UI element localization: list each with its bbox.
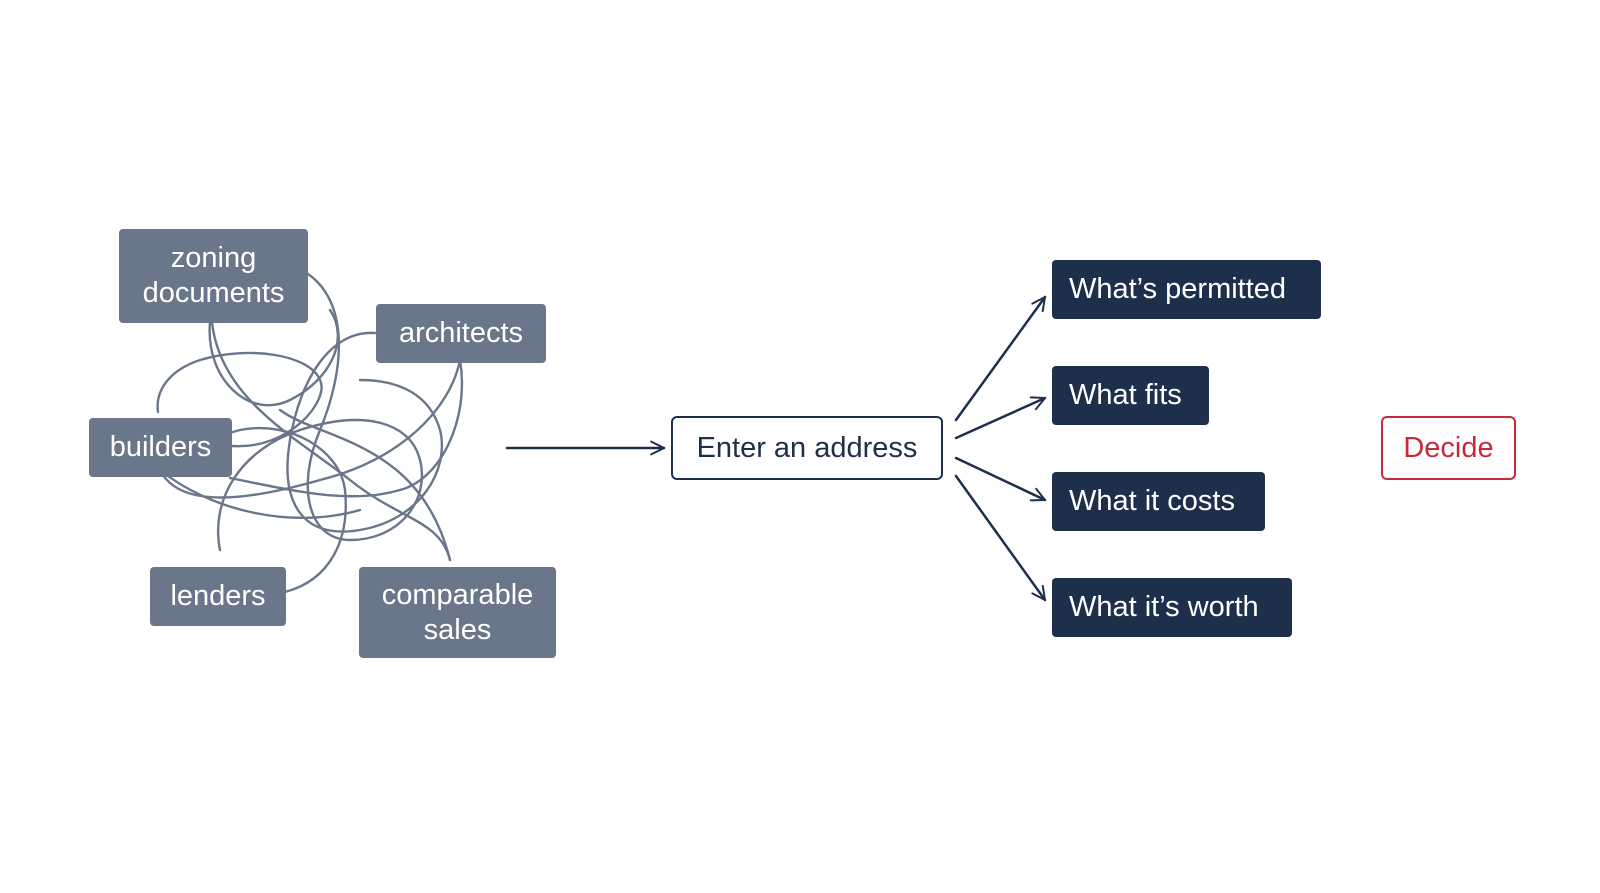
- arrow-to-permitted: [954, 295, 1047, 422]
- arrow-to-fits: [954, 396, 1047, 440]
- output-what-it-costs: What it costs: [1052, 472, 1265, 531]
- decide-box: Decide: [1381, 416, 1516, 480]
- tangle-line: [286, 331, 444, 533]
- source-comparable-sales: comparable sales: [359, 567, 556, 658]
- tangle-line: [208, 308, 340, 407]
- flow-arrows: [505, 295, 1047, 602]
- source-zoning-documents: zoning documents: [119, 229, 308, 323]
- tangle-line: [158, 468, 362, 520]
- output-whats-permitted: What’s permitted: [1052, 260, 1321, 319]
- source-architects: architects: [376, 304, 546, 363]
- arrow-to-worth: [954, 474, 1047, 602]
- tangle-line: [228, 358, 464, 498]
- output-what-fits: What fits: [1052, 366, 1209, 425]
- tangle-line: [210, 320, 452, 562]
- tangle-line: [158, 358, 462, 499]
- output-what-its-worth: What it’s worth: [1052, 578, 1292, 637]
- tangle-lines: [156, 270, 464, 594]
- tangle-line: [278, 408, 452, 562]
- tangle-line: [156, 351, 323, 448]
- source-lenders: lenders: [150, 567, 286, 626]
- source-builders: builders: [89, 418, 232, 477]
- enter-address-box: Enter an address: [671, 416, 943, 480]
- arrow-to-costs: [954, 456, 1047, 502]
